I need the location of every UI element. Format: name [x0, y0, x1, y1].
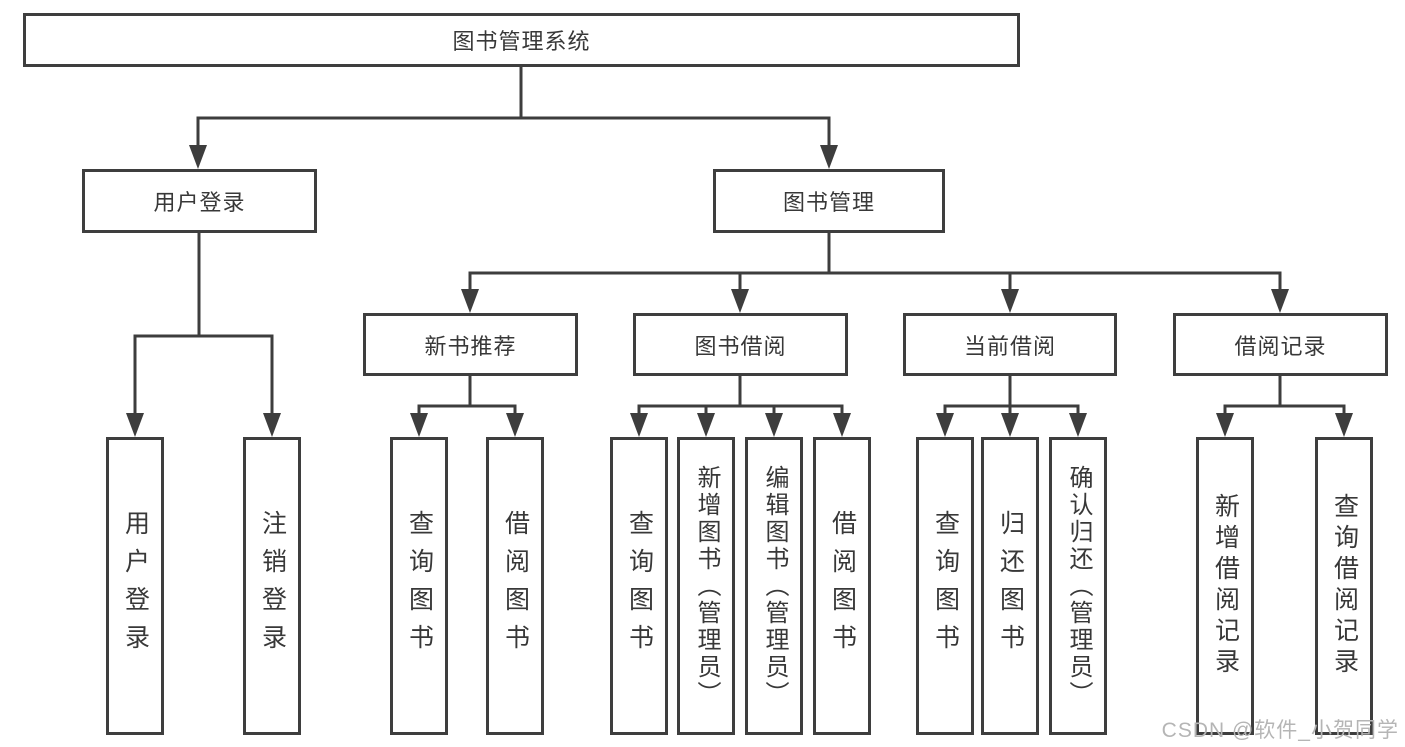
leaf-query-books-recommend-label: 查询图书 [405, 510, 434, 662]
leaf-logout-label: 注销登录 [258, 510, 287, 662]
leaf-query-books-borrow-label: 查询图书 [625, 510, 654, 662]
node-borrow-records: 借阅记录 [1173, 313, 1388, 376]
watermark: CSDN @软件_小贺同学 [1161, 719, 1399, 742]
leaf-borrow-books-borrow-label: 借阅图书 [828, 510, 857, 662]
leaf-query-borrow-record: 查询借阅记录 [1315, 437, 1373, 735]
leaf-add-book-admin-label: 新增图书（管理员） [693, 464, 720, 708]
leaf-query-books-recommend: 查询图书 [390, 437, 448, 735]
node-user-login: 用户登录 [82, 169, 317, 233]
leaf-user-login-label: 用户登录 [121, 510, 150, 662]
node-book-borrow-label: 图书借阅 [694, 333, 787, 359]
node-borrow-records-label: 借阅记录 [1234, 333, 1327, 359]
node-book-management-label: 图书管理 [782, 190, 875, 215]
leaf-edit-book-admin-label: 编辑图书（管理员） [761, 464, 788, 708]
leaf-add-book-admin: 新增图书（管理员） [677, 437, 735, 735]
node-book-borrow: 图书借阅 [633, 313, 848, 376]
leaf-query-books-current-label: 查询图书 [931, 510, 960, 662]
leaf-user-login: 用户登录 [106, 437, 164, 735]
node-root-label: 图书管理系统 [452, 29, 591, 54]
leaf-return-books-label: 归还图书 [996, 510, 1025, 662]
leaf-borrow-books-recommend-label: 借阅图书 [501, 510, 530, 662]
node-new-book-recommend: 新书推荐 [363, 313, 578, 376]
node-book-management: 图书管理 [713, 169, 945, 233]
leaf-confirm-return-admin: 确认归还（管理员） [1049, 437, 1107, 735]
leaf-return-books: 归还图书 [981, 437, 1039, 735]
leaf-borrow-books-borrow: 借阅图书 [813, 437, 871, 735]
node-root: 图书管理系统 [23, 13, 1020, 67]
node-current-borrow: 当前借阅 [903, 313, 1117, 376]
leaf-add-borrow-record-label: 新增借阅记录 [1211, 493, 1240, 679]
leaf-query-borrow-record-label: 查询借阅记录 [1330, 493, 1359, 679]
leaf-edit-book-admin: 编辑图书（管理员） [745, 437, 803, 735]
leaf-borrow-books-recommend: 借阅图书 [486, 437, 544, 735]
leaf-query-books-current: 查询图书 [916, 437, 974, 735]
leaf-confirm-return-admin-label: 确认归还（管理员） [1065, 464, 1092, 708]
node-current-borrow-label: 当前借阅 [963, 333, 1056, 359]
leaf-logout: 注销登录 [243, 437, 301, 735]
node-user-login-label: 用户登录 [153, 190, 246, 215]
node-new-book-recommend-label: 新书推荐 [424, 333, 517, 359]
leaf-query-books-borrow: 查询图书 [610, 437, 668, 735]
leaf-add-borrow-record: 新增借阅记录 [1196, 437, 1254, 735]
